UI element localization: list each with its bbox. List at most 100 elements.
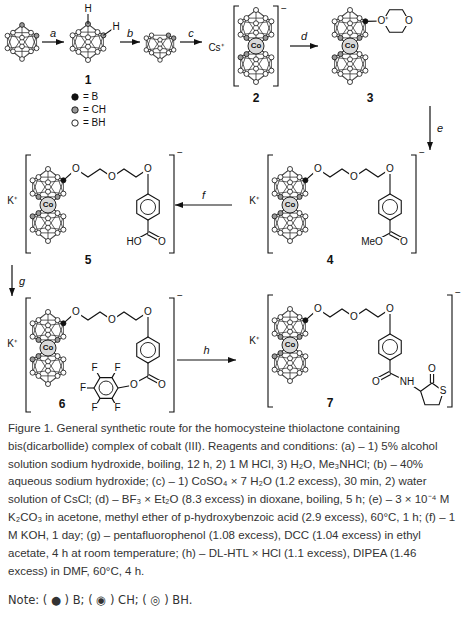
metal-label: Co xyxy=(345,42,356,50)
bh-vertex xyxy=(287,378,292,383)
atom-label: − xyxy=(280,4,288,14)
step-label: f xyxy=(201,190,206,201)
atom-label: O xyxy=(129,380,139,390)
reaction-arrow xyxy=(290,45,318,46)
bh-vertex xyxy=(363,68,368,73)
bh-vertex xyxy=(297,315,302,320)
bh-vertex xyxy=(45,225,50,230)
aromatic-circle xyxy=(140,199,155,214)
ch-vertex xyxy=(297,334,302,339)
bh-vertex xyxy=(287,306,292,311)
legend-item: = BH xyxy=(70,118,106,128)
bh-vertex xyxy=(297,351,302,356)
compound-number: 6 xyxy=(58,398,67,410)
atom-label: − xyxy=(176,291,184,301)
atom-label: O xyxy=(349,172,359,182)
aromatic-circle xyxy=(382,199,397,214)
bh-vertex xyxy=(278,315,283,320)
bh-vertex xyxy=(303,191,308,196)
bh-vertex xyxy=(332,68,337,73)
ch-vertex xyxy=(166,33,170,37)
metal-label: Co xyxy=(285,341,296,349)
legend-swatch xyxy=(70,105,80,115)
bh-vertex xyxy=(55,354,60,359)
ch-vertex xyxy=(171,36,175,40)
bracket xyxy=(447,295,452,407)
reaction-arrow xyxy=(120,41,140,42)
step-label: b xyxy=(126,28,134,39)
legend-swatch xyxy=(70,118,80,128)
atom-label: K⁺ xyxy=(6,339,18,349)
compound: K⁺−CoOOOOOFFFFF6 xyxy=(5,296,177,412)
bh-vertex xyxy=(158,58,162,62)
bh-vertex xyxy=(363,32,368,37)
ch-vertex xyxy=(278,211,283,216)
bh-vertex xyxy=(263,52,268,57)
bh-vertex xyxy=(297,175,302,180)
ch-vertex xyxy=(244,52,249,57)
bh-vertex xyxy=(45,332,50,337)
vertex-sample xyxy=(72,94,78,100)
bh-vertex xyxy=(263,71,268,76)
atom-label: MeO xyxy=(360,237,384,247)
reaction-arrow xyxy=(175,204,232,205)
bh-vertex xyxy=(45,368,50,373)
step-label: c xyxy=(187,28,195,39)
bh-vertex xyxy=(45,238,50,243)
bh-vertex xyxy=(287,365,292,370)
bh-vertex xyxy=(29,30,34,35)
atom-label: O xyxy=(371,377,381,387)
bh-vertex xyxy=(36,175,41,180)
atom-label: K⁺ xyxy=(6,196,18,206)
atom-label: HO xyxy=(126,237,143,247)
bh-vertex xyxy=(347,79,352,84)
aromatic-circle xyxy=(99,381,113,395)
bh-vertex xyxy=(287,329,292,334)
compound: Cs⁺−Co2 xyxy=(204,2,290,106)
atom-label: O xyxy=(349,312,359,322)
atom-label: NH xyxy=(399,377,415,387)
ch-vertex xyxy=(272,214,277,219)
bh-vertex xyxy=(347,7,352,12)
ch-vertex xyxy=(36,337,41,342)
ch-vertex xyxy=(34,33,39,38)
compound: CoO⁺O3 xyxy=(318,2,438,106)
ch-vertex xyxy=(297,194,302,199)
bh-vertex xyxy=(303,214,308,219)
step-label: g xyxy=(18,275,26,286)
bh-vertex xyxy=(303,367,308,372)
bh-vertex xyxy=(45,309,50,314)
atom-label: O xyxy=(404,16,414,26)
atom-label: S xyxy=(439,386,448,396)
atom-label: Cs⁺ xyxy=(207,43,224,53)
bh-vertex xyxy=(158,46,162,50)
bh-vertex xyxy=(297,211,302,216)
aromatic-circle xyxy=(140,342,155,357)
legend-swatch xyxy=(70,92,80,102)
atom-label: − xyxy=(176,148,184,158)
bh-vertex xyxy=(36,318,41,323)
ch-vertex xyxy=(238,55,243,60)
bh-vertex xyxy=(287,166,292,171)
bh-vertex xyxy=(45,323,50,328)
ch-vertex xyxy=(338,35,343,40)
bh-vertex xyxy=(45,216,50,221)
ring xyxy=(379,334,402,360)
ch-vertex xyxy=(36,211,41,216)
bh-vertex xyxy=(303,354,308,359)
ch-vertex xyxy=(278,194,283,199)
step-label: e xyxy=(436,123,444,134)
bh-vertex xyxy=(95,49,100,54)
bracket xyxy=(169,298,174,412)
cobalt-atom xyxy=(40,340,56,356)
ch-vertex xyxy=(332,55,337,60)
bracket xyxy=(169,155,174,253)
bh-vertex xyxy=(287,320,292,325)
ch-vertex xyxy=(263,35,268,40)
bh-vertex xyxy=(303,227,308,232)
atom-label: O xyxy=(385,304,395,314)
ch-vertex xyxy=(55,337,60,342)
legend-item: = B xyxy=(70,92,98,102)
metal-label: Co xyxy=(251,42,262,50)
